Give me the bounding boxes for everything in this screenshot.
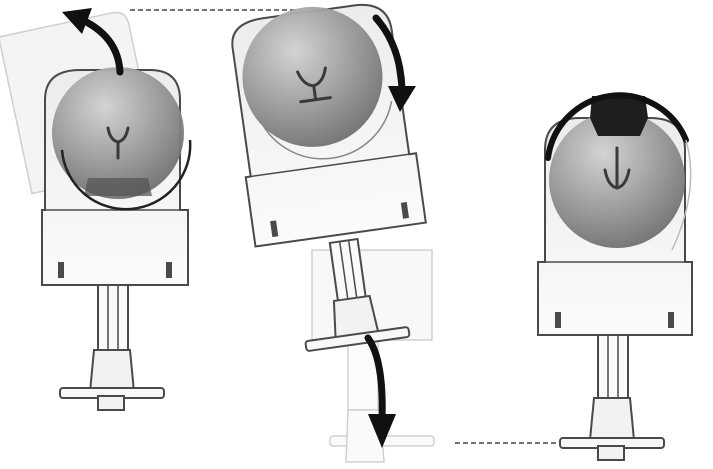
yoke-base	[84, 178, 152, 196]
yoke-cap	[590, 96, 648, 136]
curved-arrow-icon	[372, 14, 406, 92]
curved-arrow-head	[62, 8, 92, 34]
panel-step-2	[231, 3, 435, 463]
panel-step-3	[537, 92, 693, 461]
tilted-housing	[231, 3, 427, 248]
sphere	[242, 6, 383, 147]
guide-arc	[60, 139, 192, 211]
y-yoke-icon	[106, 126, 130, 160]
curved-arrow-head	[388, 86, 416, 112]
down-arrow-icon	[364, 334, 386, 424]
guide-arc	[545, 92, 689, 161]
sphere	[52, 67, 184, 199]
stem-and-handle	[559, 334, 665, 461]
stem-and-handle	[59, 284, 165, 411]
y-yoke-icon	[296, 66, 332, 104]
down-arrow-head	[368, 414, 396, 448]
stem-and-handle	[304, 237, 411, 352]
y-yoke-icon	[603, 146, 631, 190]
panel-step-1	[0, 8, 192, 411]
